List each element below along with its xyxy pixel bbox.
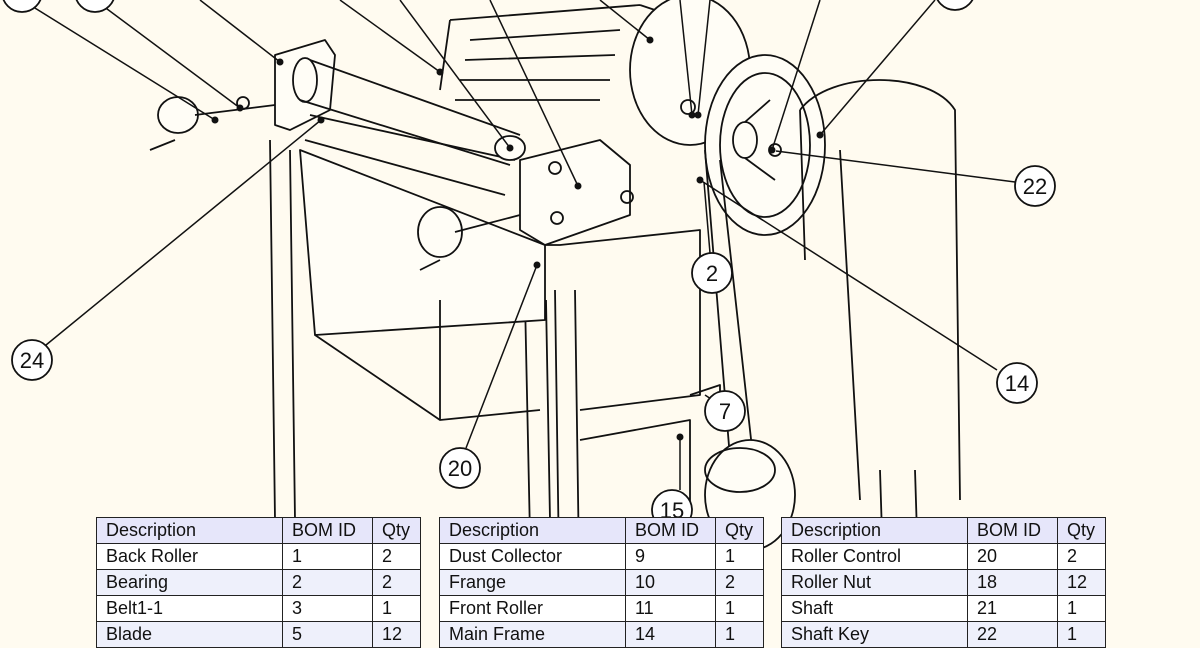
- cell-bom-id: 2: [282, 569, 373, 596]
- cell-description: Roller Control: [781, 543, 968, 570]
- cell-description: Back Roller: [96, 543, 283, 570]
- cell-description: Bearing: [96, 569, 283, 596]
- bom-header-row: Description BOM ID Qty: [439, 517, 764, 544]
- callout-7: 7: [704, 390, 746, 432]
- cell-qty: 1: [715, 621, 764, 648]
- callout-24: 24: [11, 339, 53, 381]
- cell-bom-id: 9: [625, 543, 716, 570]
- cell-qty: 2: [372, 569, 421, 596]
- cell-description: Shaft Key: [781, 621, 968, 648]
- cell-bom-id: 20: [967, 543, 1058, 570]
- cell-qty: 12: [1057, 569, 1106, 596]
- cell-description: Shaft: [781, 595, 968, 622]
- cell-bom-id: 21: [967, 595, 1058, 622]
- callout-24-label: 24: [20, 348, 44, 373]
- col-bom-id: BOM ID: [625, 517, 716, 544]
- cell-bom-id: 18: [967, 569, 1058, 596]
- cell-bom-id: 5: [282, 621, 373, 648]
- cell-description: Front Roller: [439, 595, 626, 622]
- leader-lines: [21, 0, 1016, 490]
- callout-7-label: 7: [719, 399, 731, 424]
- callout-2-label: 2: [706, 261, 718, 286]
- col-description: Description: [781, 517, 968, 544]
- cell-description: Belt1-1: [96, 595, 283, 622]
- col-bom-id: BOM ID: [282, 517, 373, 544]
- cell-description: Roller Nut: [781, 569, 968, 596]
- cell-bom-id: 11: [625, 595, 716, 622]
- cell-qty: 1: [1057, 595, 1106, 622]
- callout-2: 2: [691, 252, 733, 294]
- cell-bom-id: 3: [282, 595, 373, 622]
- callout-20-label: 20: [448, 456, 472, 481]
- col-description: Description: [96, 517, 283, 544]
- bom-header-row: Description BOM ID Qty: [781, 517, 1106, 544]
- cell-qty: 1: [715, 543, 764, 570]
- cell-description: Blade: [96, 621, 283, 648]
- cell-bom-id: 10: [625, 569, 716, 596]
- callout-22-label: 22: [1023, 174, 1047, 199]
- cell-qty: 2: [1057, 543, 1106, 570]
- cell-qty: 1: [372, 595, 421, 622]
- cell-qty: 2: [372, 543, 421, 570]
- callout-20: 20: [439, 447, 481, 489]
- cell-qty: 12: [372, 621, 421, 648]
- col-qty: Qty: [372, 517, 421, 544]
- callout-22: 22: [1014, 165, 1056, 207]
- cell-description: Dust Collector: [439, 543, 626, 570]
- cell-bom-id: 1: [282, 543, 373, 570]
- machine-assembly-drawing: 22 2 14 24 7 20 15: [2, 0, 1056, 630]
- callout-14: 14: [996, 362, 1038, 404]
- cell-description: Main Frame: [439, 621, 626, 648]
- leader-dots: [211, 36, 824, 441]
- col-description: Description: [439, 517, 626, 544]
- cell-bom-id: 14: [625, 621, 716, 648]
- cell-qty: 2: [715, 569, 764, 596]
- cell-description: Frange: [439, 569, 626, 596]
- col-qty: Qty: [1057, 517, 1106, 544]
- col-bom-id: BOM ID: [967, 517, 1058, 544]
- machine-frame: [149, 0, 961, 630]
- cell-qty: 1: [715, 595, 764, 622]
- partial-callout-bubbles: [2, 0, 974, 13]
- cell-bom-id: 22: [967, 621, 1058, 648]
- cell-qty: 1: [1057, 621, 1106, 648]
- col-qty: Qty: [715, 517, 764, 544]
- callout-bubbles: 22 2 14 24 7 20 15: [11, 165, 1056, 531]
- callout-14-label: 14: [1005, 371, 1029, 396]
- bom-header-row: Description BOM ID Qty: [96, 517, 421, 544]
